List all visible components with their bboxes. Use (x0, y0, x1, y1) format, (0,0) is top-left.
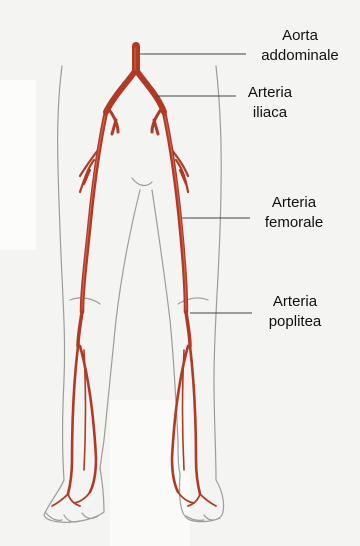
label-arteria-poplitea: Arteria poplitea (250, 292, 340, 332)
label-arteria-iliaca: Arteria iliaca (232, 83, 308, 123)
label-iliaca-line1: Arteria (232, 83, 308, 103)
label-aorta-line2: addominale (246, 46, 354, 66)
right-internal-iliac-vessel (108, 108, 118, 134)
left-common-iliac-vessel (136, 70, 164, 112)
label-poplitea-line1: Arteria (250, 292, 340, 312)
label-poplitea-line2: poplitea (250, 312, 340, 332)
right-common-iliac-vessel (106, 70, 136, 112)
left-foot-toes (186, 515, 220, 520)
background-patch-left (0, 80, 36, 250)
left-anterior-tibial-vessel (190, 346, 200, 494)
right-knee-contour (70, 298, 100, 304)
left-popliteal-vessel (186, 312, 190, 346)
label-arteria-femorale: Arteria femorale (248, 193, 340, 233)
left-knee-contour (178, 298, 208, 304)
right-posterior-tibial-vessel (80, 346, 96, 492)
background-patch-bottom (110, 400, 190, 546)
label-aorta-line1: Aorta (246, 26, 354, 46)
right-anterior-tibial-vessel (68, 346, 78, 494)
label-femorale-line2: femorale (248, 213, 340, 233)
left-femoral-vessel (164, 112, 186, 312)
label-iliaca-line2: iliaca (232, 103, 308, 123)
right-femoral-vessel (82, 112, 106, 312)
crotch-contour (132, 178, 152, 185)
label-femorale-line1: Arteria (248, 193, 340, 213)
right-popliteal-vessel (78, 312, 82, 346)
right-foot-arteries (52, 492, 90, 506)
right-peroneal-vessel (84, 350, 86, 470)
label-aorta-addominale: Aorta addominale (246, 26, 354, 66)
left-internal-iliac-vessel (152, 108, 162, 134)
vessel-highlights (82, 48, 186, 310)
